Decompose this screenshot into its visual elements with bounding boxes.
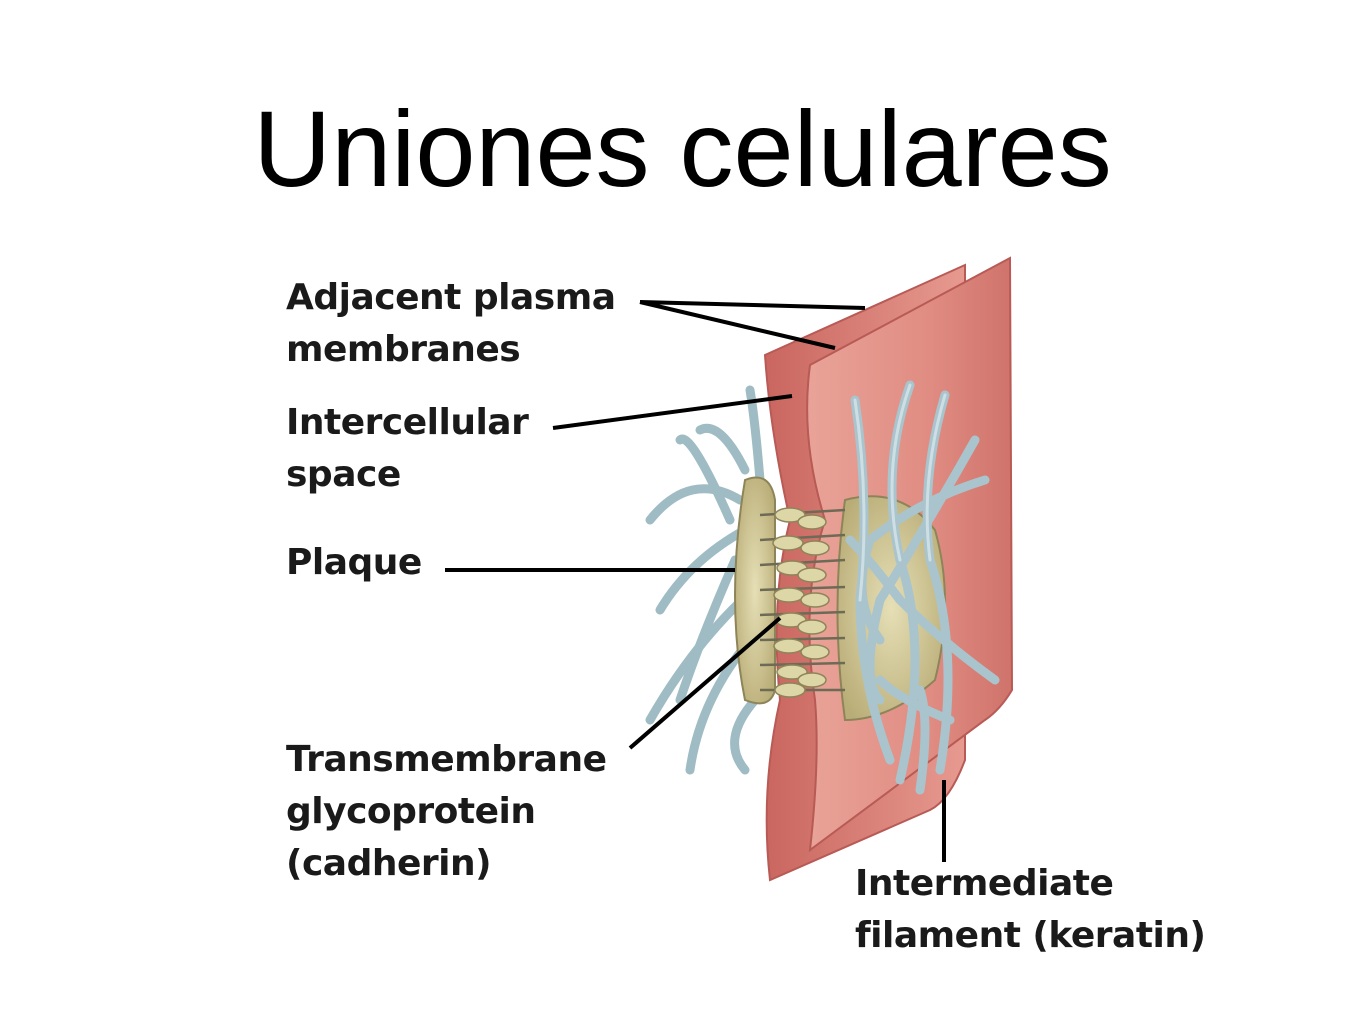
label-line: Adjacent plasma bbox=[286, 277, 616, 318]
label-line: glycoprotein bbox=[286, 791, 536, 832]
label-intercellular-space: Intercellular space bbox=[286, 397, 529, 501]
leader-lines bbox=[445, 300, 946, 862]
label-line: (cadherin) bbox=[286, 843, 492, 884]
label-line: Plaque bbox=[286, 542, 422, 583]
filament-highlights bbox=[853, 383, 947, 602]
label-line: filament (keratin) bbox=[855, 915, 1206, 956]
label-line: Intermediate bbox=[855, 863, 1114, 904]
label-line: Transmembrane bbox=[286, 739, 607, 780]
leader-glycoprotein bbox=[628, 616, 782, 750]
leader-membranes-a bbox=[639, 300, 866, 310]
label-line: space bbox=[286, 454, 401, 495]
label-line: Intercellular bbox=[286, 402, 529, 443]
leader-membranes-b bbox=[639, 300, 836, 350]
leader-space bbox=[552, 394, 793, 430]
label-intermediate-filament: Intermediate filament (keratin) bbox=[855, 858, 1206, 962]
label-plaque: Plaque bbox=[286, 537, 422, 589]
cadherin-heads bbox=[772, 507, 830, 698]
label-line: membranes bbox=[286, 329, 521, 370]
label-adjacent-plasma-membranes: Adjacent plasma membranes bbox=[286, 272, 616, 376]
label-transmembrane-glycoprotein: Transmembrane glycoprotein (cadherin) bbox=[286, 734, 607, 890]
slide-title: Uniones celulares bbox=[253, 88, 1112, 209]
